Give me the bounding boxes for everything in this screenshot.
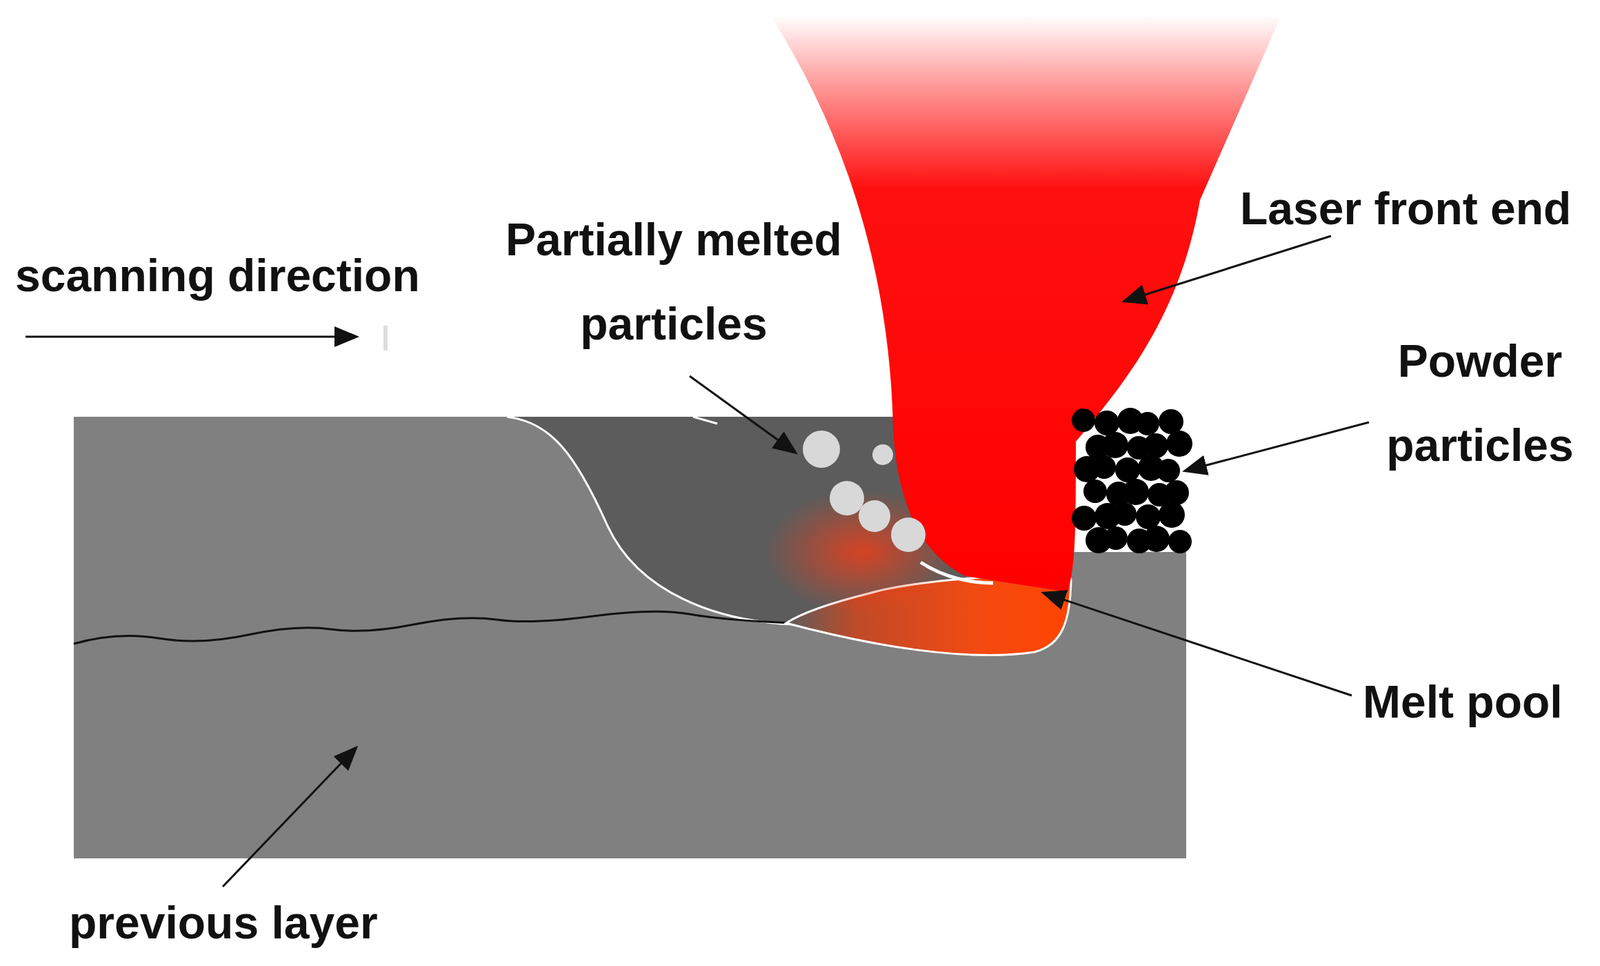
powder-particle [1122,478,1149,505]
powder-particles [1071,407,1193,554]
direction-label: scanning direction [15,249,420,303]
powder-particle [1102,431,1129,458]
powder-particle [1166,430,1193,457]
leader-line [1044,593,1352,696]
part-label: previous layer [68,896,378,949]
powder-particle [1158,408,1184,434]
powder-particle [1143,525,1170,552]
leader-line [689,375,795,452]
part-label: Melt pool [1362,675,1563,729]
scan-direction-arrow [25,335,356,338]
powder-particle [1071,408,1096,432]
powder-particle [1092,455,1116,479]
powder-particle [1104,526,1128,550]
leader-line [222,748,356,887]
track-boundary [506,416,794,625]
powder-particle [1071,505,1097,531]
powder-particle [1168,529,1192,554]
partially-melted-particles [802,430,926,552]
powder-particle [1094,410,1120,436]
part-label: Partially melted particles [466,197,881,366]
track-notch [693,416,718,424]
leader-line [1125,235,1332,301]
part-label: Laser front end [1240,182,1572,236]
layer-boundary [73,611,792,644]
powder-particle [1113,502,1137,526]
laser-beam [770,15,1282,592]
powder-particle [1083,479,1107,503]
leader-line [1186,422,1369,471]
powder-particle [1158,501,1185,528]
powder-particle [1135,504,1161,529]
part-label: Powder particles [1376,318,1584,487]
powder-particle [1143,433,1169,458]
beam-highlight [920,562,994,583]
powder-particle [1164,480,1189,505]
powder-particle [1115,457,1140,483]
scan-mark [383,325,388,351]
powder-particle [1135,411,1160,436]
powder-particle [1156,458,1180,483]
